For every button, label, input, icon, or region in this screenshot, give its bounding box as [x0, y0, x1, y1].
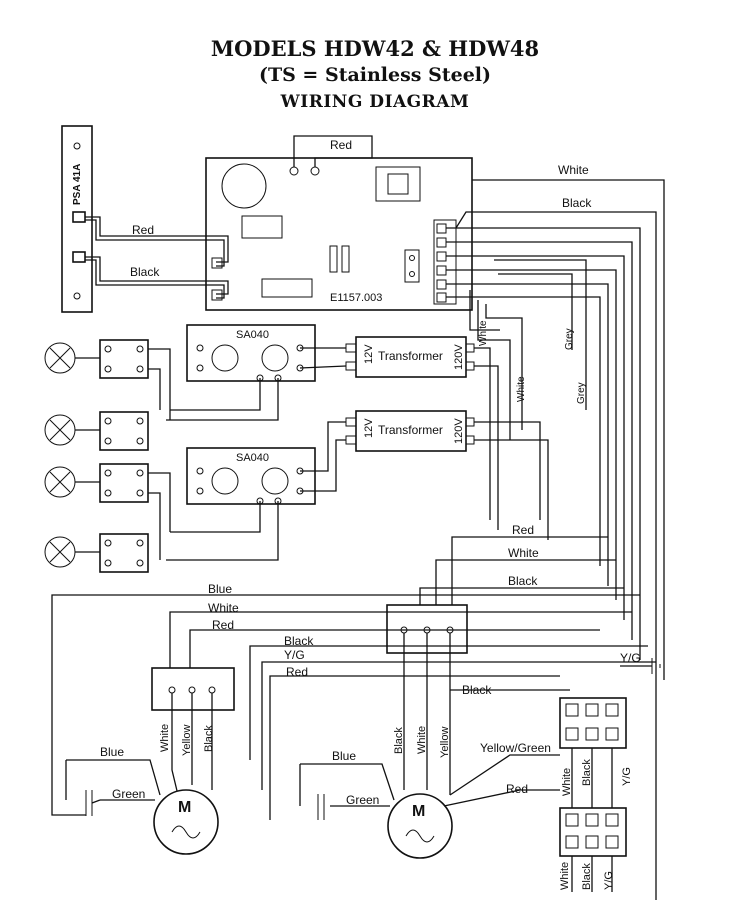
- label-sw-white: White: [561, 768, 573, 796]
- wire-red-l2: [269, 675, 560, 820]
- label-bt-white: White: [559, 862, 571, 890]
- diagram-heading: WIRING DIAGRAM: [280, 92, 470, 112]
- label-bt-yg: Y/G: [603, 871, 615, 890]
- label-yg-l: Y/G: [284, 648, 305, 662]
- label-rm-green: Green: [346, 793, 379, 807]
- label-sw-yg: Y/G: [621, 767, 633, 786]
- label-white-top: White: [558, 163, 589, 177]
- lamp-3: [44, 463, 171, 560]
- label-rm-white: White: [416, 726, 428, 754]
- wire-black-psa: Black: [130, 265, 160, 279]
- label-black-top: Black: [562, 196, 592, 210]
- wire-white-l: [169, 611, 632, 668]
- switch-lower: SA040: [186, 447, 316, 505]
- label-lm-blue: Blue: [100, 745, 124, 759]
- switch-upper: SA040: [186, 324, 316, 382]
- switch-lower-label: SA040: [236, 452, 269, 464]
- label-yg-ground: Y/G: [620, 651, 641, 665]
- label-red-mid: Red: [512, 523, 534, 537]
- wire-red-mid: [451, 536, 608, 605]
- label-white-vert-1: White: [478, 320, 489, 346]
- switch-transformer-wires: [166, 347, 549, 561]
- wire-black-top: [455, 211, 657, 900]
- motor-left: M: [65, 759, 219, 855]
- tu-120v: 120V: [453, 344, 465, 370]
- label-red-l2: Red: [286, 665, 308, 679]
- tl-120v: 120V: [453, 418, 465, 444]
- transformer-upper: 12V Transformer 120V: [345, 336, 475, 378]
- label-lm-black: Black: [203, 725, 215, 752]
- wire-white-top: [472, 179, 665, 680]
- label-rm-red: Red: [506, 782, 528, 796]
- label-black-l: Black: [284, 634, 314, 648]
- wire-black-mid: [419, 587, 624, 605]
- psa-board-label: PSA 41A: [72, 164, 83, 205]
- red-loop: [293, 135, 373, 167]
- label-white-l: White: [208, 601, 239, 615]
- lamp-1: [44, 339, 171, 420]
- diagram-title: MODELS HDW42 & HDW48: [210, 36, 540, 61]
- motor-left-symbol: M: [178, 799, 191, 816]
- junction-block-left: [151, 667, 235, 711]
- tu-label: Transformer: [378, 349, 443, 363]
- label-blue-l: Blue: [208, 582, 232, 596]
- ground-icon: [651, 658, 661, 674]
- label-white-mid: White: [508, 546, 539, 560]
- diagram-subtitle: (TS = Stainless Steel): [258, 64, 492, 86]
- wire-yg-l: [261, 661, 656, 790]
- tl-12v: 12V: [363, 418, 375, 438]
- psa-harness: Red Black: [85, 216, 229, 299]
- control-board-label: E1157.003: [330, 292, 382, 304]
- rocker-switch-lower: [559, 807, 627, 857]
- psa-board: PSA 41A: [61, 125, 93, 313]
- label-white-vert-2: White: [516, 376, 527, 402]
- label-bt-black: Black: [581, 863, 593, 890]
- transformer-lower: 12V Transformer 120V: [345, 410, 475, 452]
- label-black-r: Black: [462, 683, 492, 697]
- label-black-mid: Black: [508, 574, 538, 588]
- board-harness: [446, 227, 641, 660]
- label-rm-yellow-green: Yellow/Green: [480, 741, 551, 755]
- motor-right: M: [299, 754, 560, 859]
- wire-red-top: Red: [330, 138, 352, 152]
- label-grey-1: Grey: [564, 328, 575, 350]
- label-grey-2: Grey: [576, 382, 587, 404]
- label-red-l: Red: [212, 618, 234, 632]
- label-lm-green: Green: [112, 787, 145, 801]
- lamp-4: [44, 533, 149, 573]
- wire-red-l: [189, 629, 600, 668]
- label-sw-black: Black: [581, 759, 593, 786]
- tl-label: Transformer: [378, 423, 443, 437]
- wire-black-l: [249, 645, 648, 760]
- label-rm-black: Black: [393, 727, 405, 754]
- label-lm-yellow: Yellow: [181, 725, 193, 756]
- label-rm-blue: Blue: [332, 749, 356, 763]
- lamp-2: [44, 411, 149, 451]
- label-rm-yellow: Yellow: [439, 727, 451, 758]
- switch-upper-label: SA040: [236, 329, 269, 341]
- wire-white-mid: [435, 559, 616, 605]
- motor-right-symbol: M: [412, 803, 425, 820]
- rocker-switch-upper: [559, 697, 627, 749]
- wire-red-psa: Red: [132, 223, 154, 237]
- wire-blue-l: [51, 594, 640, 816]
- label-lm-white: White: [159, 724, 171, 752]
- tu-12v: 12V: [363, 344, 375, 364]
- control-board: E1157.003: [205, 157, 473, 311]
